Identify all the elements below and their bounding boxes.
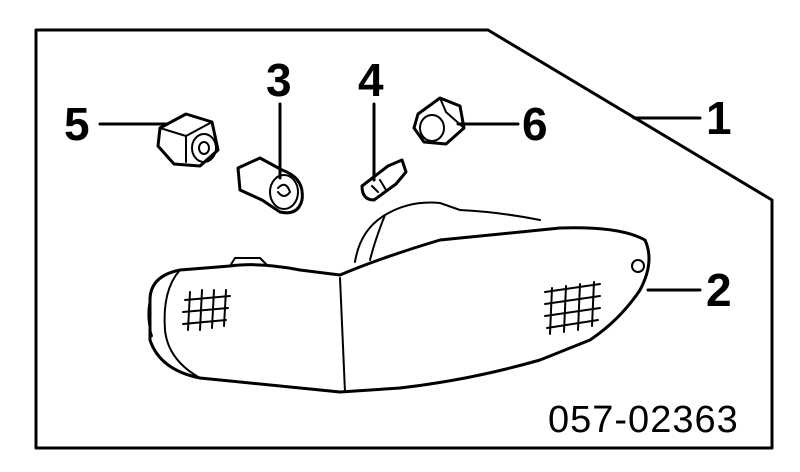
lamp-assembly: [147, 201, 651, 394]
part-code: 057-02363: [548, 399, 739, 441]
callout-6: 6: [522, 98, 548, 150]
callout-4: 4: [358, 54, 384, 106]
callout-5: 5: [64, 98, 90, 150]
callout-2: 2: [706, 264, 732, 316]
diagram-frame: [34, 28, 774, 450]
callout-3: 3: [266, 54, 292, 106]
socket-6: [412, 96, 466, 146]
callout-1: 1: [706, 92, 732, 144]
bulb-3: [236, 156, 304, 215]
socket-5: [156, 112, 220, 168]
bulb-4: [360, 158, 408, 202]
